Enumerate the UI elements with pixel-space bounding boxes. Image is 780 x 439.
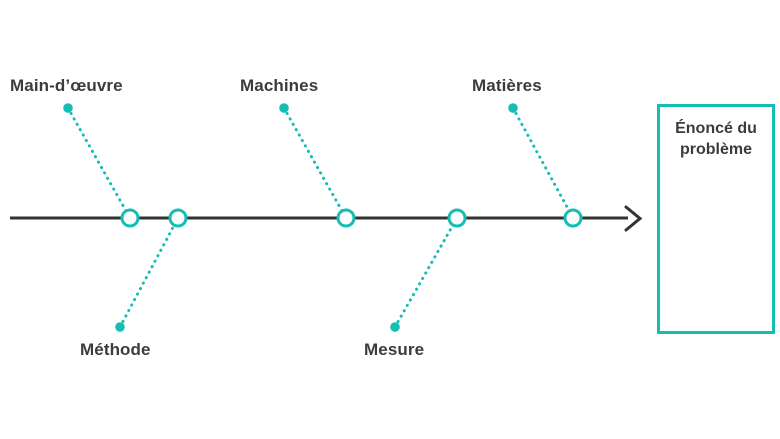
branch-dot-matieres[interactable]	[508, 103, 518, 113]
branch-dot-machines[interactable]	[279, 103, 289, 113]
connector-main-doeuvre	[66, 106, 132, 220]
spine-node-machines[interactable]	[336, 208, 356, 228]
branch-label-main-doeuvre: Main-d’œuvre	[10, 76, 123, 95]
spine-node-methode[interactable]	[168, 208, 188, 228]
branch-label-methode: Méthode	[80, 340, 151, 359]
branch-label-mesure: Mesure	[364, 340, 425, 359]
connector-methode	[118, 216, 180, 329]
connector-mesure	[393, 216, 459, 329]
spine-node-mesure[interactable]	[447, 208, 467, 228]
branch-label-matieres: Matières	[472, 76, 542, 95]
connector-machines	[282, 106, 348, 220]
spine-node-main-doeuvre[interactable]	[120, 208, 140, 228]
branch-dot-main-doeuvre[interactable]	[63, 103, 73, 113]
connector-matieres	[511, 106, 575, 220]
branch-dot-mesure[interactable]	[390, 322, 400, 332]
problem-statement-text: Énoncé du problème	[675, 120, 757, 158]
spine-node-matieres[interactable]	[563, 208, 583, 228]
spine-arrowhead-icon	[624, 205, 643, 232]
branch-label-machines: Machines	[240, 76, 319, 95]
branch-dot-methode[interactable]	[115, 322, 125, 332]
problem-statement-box[interactable]: Énoncé du problème	[657, 104, 775, 334]
